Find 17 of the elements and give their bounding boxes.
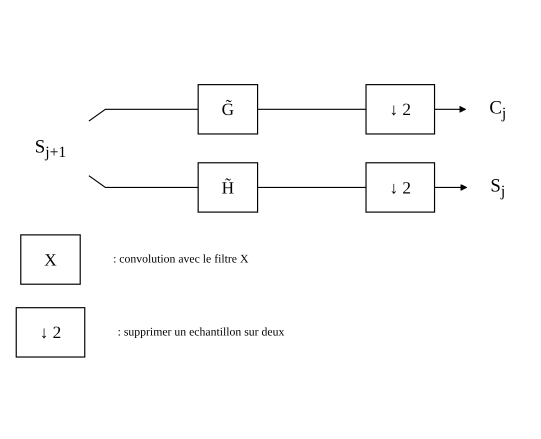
connector: [258, 108, 366, 110]
arrow: [434, 184, 468, 191]
connector: [88, 108, 198, 122]
arrow: [434, 106, 466, 113]
connector: [258, 186, 366, 188]
node-box: H̃: [198, 162, 258, 213]
node-box: ↓ 2: [365, 84, 436, 135]
node-text: S$_{j+1}$: [34, 136, 66, 161]
node-box: G̃: [198, 84, 258, 135]
node-text: S$_{j}$: [490, 176, 506, 200]
node-label: : supprimer un echantillon sur deux: [118, 326, 284, 338]
node-box: ↓ 2: [16, 307, 86, 358]
connector: [88, 175, 198, 188]
node-text: C$_{j}$: [489, 98, 506, 122]
node-box: X: [20, 234, 81, 285]
node-box: ↓ 2: [365, 162, 436, 213]
node-label: : convolution avec le filtre X: [113, 253, 248, 266]
